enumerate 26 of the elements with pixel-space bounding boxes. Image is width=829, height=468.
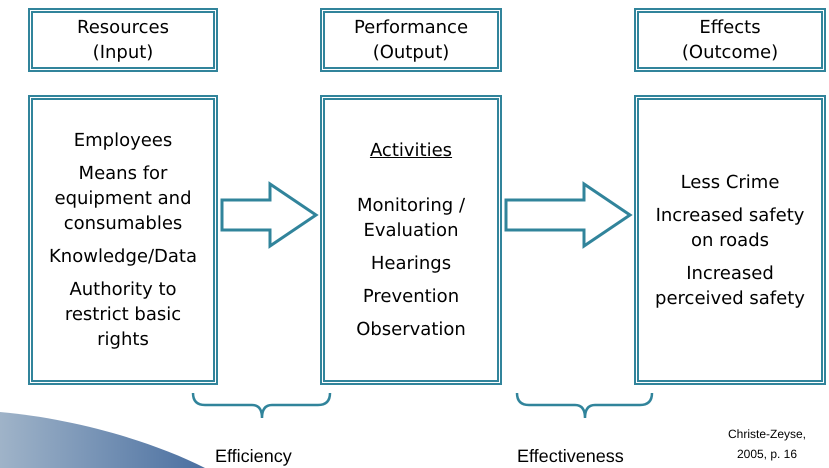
- column-heading: Effects (Outcome): [680, 16, 780, 65]
- header-box: [634, 8, 826, 72]
- header-box: [28, 8, 218, 72]
- content-box: [28, 95, 218, 385]
- column-heading: Resources (Input): [76, 16, 170, 65]
- list-item: Prevention: [362, 285, 460, 309]
- list-item: Employees: [74, 129, 172, 153]
- list-item: Increased safety on roads: [654, 204, 806, 252]
- content-box: [634, 95, 826, 385]
- list-item: Authority to restrict basic rights: [64, 278, 182, 352]
- citation: Christe-Zeyse, 2005, p. 16: [726, 426, 808, 463]
- list-heading: Activities: [370, 139, 452, 163]
- list-item: Observation: [356, 318, 466, 342]
- block-arrow: [220, 181, 319, 249]
- list-item: Knowledge/Data: [49, 245, 197, 269]
- list-item: Monitoring / Evaluation: [356, 194, 466, 243]
- content-box: [320, 95, 502, 385]
- header-box: [320, 8, 502, 72]
- list-item: Less Crime: [680, 170, 780, 194]
- brace-label: Efficiency: [215, 445, 292, 468]
- brace-label: Effectiveness: [517, 445, 624, 468]
- list-item: Means for equipment and consumables: [54, 162, 192, 236]
- list-item: Increased perceived safety: [654, 262, 806, 310]
- block-arrow: [504, 181, 633, 249]
- list-item: Hearings: [370, 252, 452, 276]
- column-heading: Performance (Output): [353, 16, 469, 65]
